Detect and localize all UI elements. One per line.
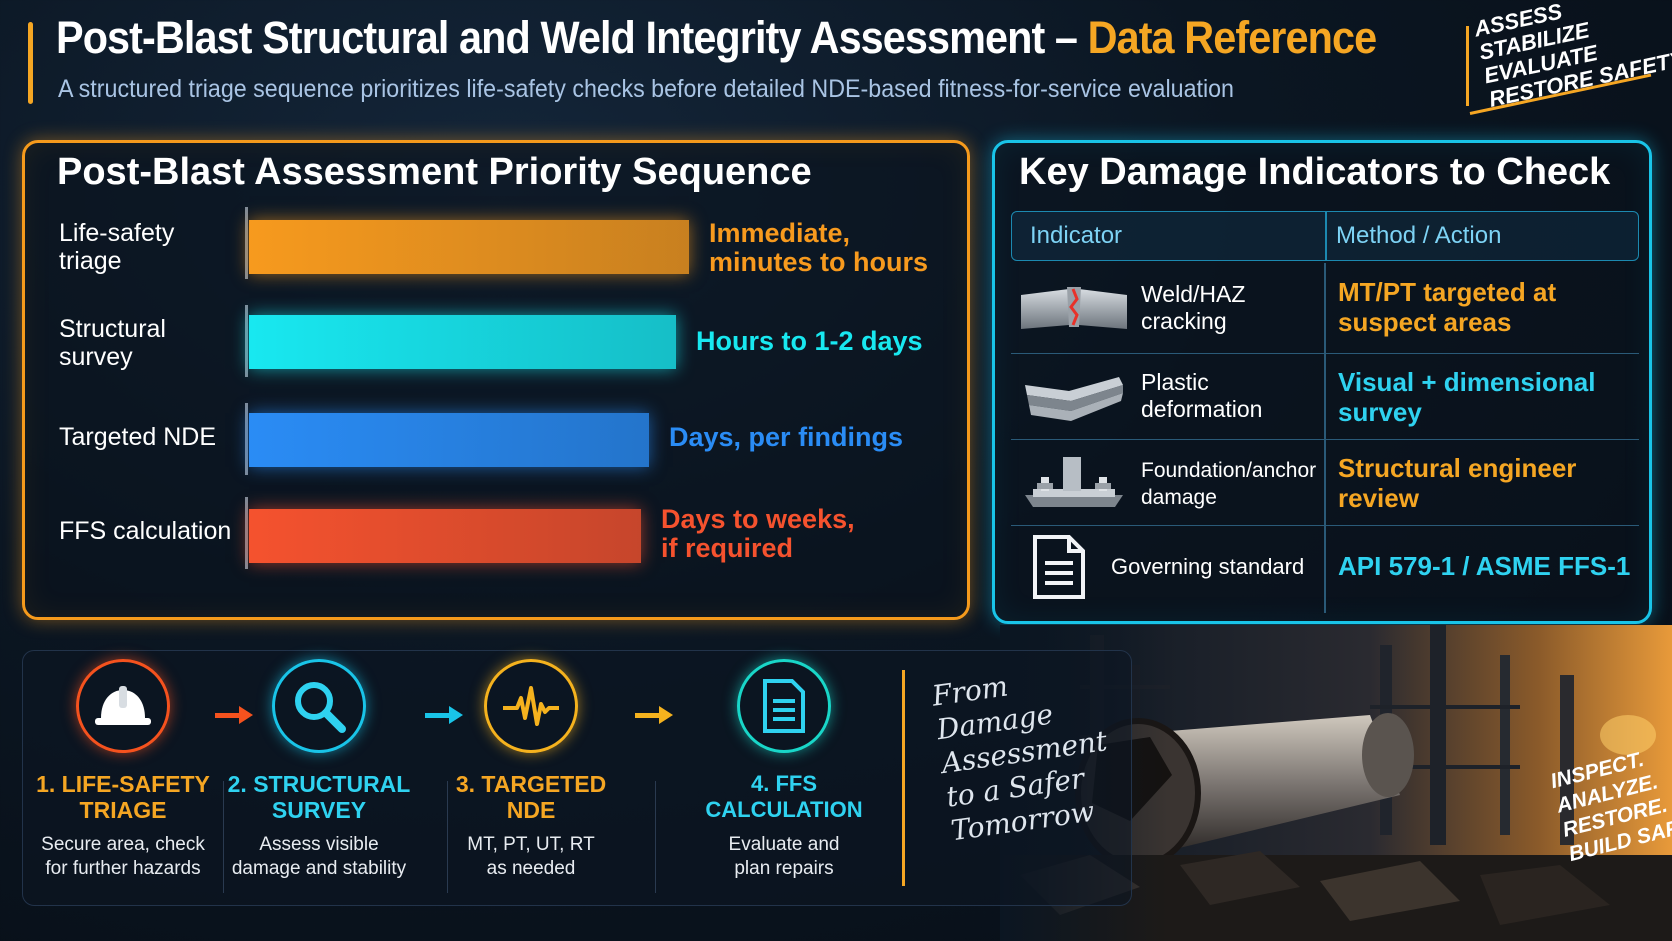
report-icon [763, 679, 805, 733]
indicator-label: Governing standard [1111, 554, 1305, 579]
process-steps-panel: 1. Life-SafetyTriage Secure area, checkf… [22, 650, 1132, 906]
axis-line [245, 207, 248, 279]
weld-crack-icon [1021, 287, 1127, 329]
priority-timeframe: Days to weeks,if required [661, 504, 855, 563]
damage-indicators-panel: Key Damage Indicators to Check Indicator… [992, 140, 1652, 624]
hard-hat-icon [95, 686, 151, 725]
column-header-indicator: Indicator [1030, 222, 1123, 249]
priority-row: Targeted NDE Days, per findings [25, 403, 965, 475]
priority-bar [249, 315, 676, 369]
table-row: Governing standard API 579-1 / ASME FFS-… [1011, 525, 1639, 613]
axis-line [245, 497, 248, 569]
step-title: 2. StructuralSurvey [227, 771, 411, 823]
step-separator [655, 781, 656, 893]
arrow-right-icon [215, 706, 253, 724]
priority-bar [249, 220, 689, 274]
step-icon-circle [737, 659, 831, 753]
column-divider [1324, 525, 1326, 613]
indicators-panel-title: Key Damage Indicators to Check [1019, 151, 1611, 193]
step-icon-circle [76, 659, 170, 753]
step-icon-circle [484, 659, 578, 753]
page-title: Post-Blast Structural and Weld Integrity… [56, 12, 1377, 64]
priority-timeframe: Immediate,minutes to hours [709, 218, 929, 277]
priority-row: FFS calculation Days to weeks,if require… [25, 497, 965, 569]
column-divider [1324, 353, 1326, 439]
action-label: API 579-1 / ASME FFS-1 [1338, 551, 1631, 581]
page-subtitle: A structured triage sequence prioritizes… [58, 75, 1234, 103]
priority-sequence-panel: Post-Blast Assessment Priority Sequence … [22, 140, 970, 620]
priority-row-label: FFS calculation [59, 517, 232, 545]
column-header-method: Method / Action [1336, 222, 1502, 249]
step-title: 4. FFS Calculation [705, 771, 863, 822]
arrow-right-icon [635, 706, 673, 724]
anchor-bolt-icon [1025, 457, 1123, 507]
priority-bar [249, 509, 641, 563]
magnifier-icon [295, 682, 346, 733]
table-header: Indicator Method / Action [1011, 211, 1639, 261]
column-divider [1324, 439, 1326, 525]
arrow-right-icon [425, 706, 463, 724]
page-title-accent: Data Reference [1087, 12, 1377, 63]
column-divider [1325, 212, 1327, 260]
priority-panel-title: Post-Blast Assessment Priority Sequence [57, 151, 812, 193]
process-step: 1. Life-SafetyTriage Secure area, checkf… [23, 659, 223, 881]
step-title: 1. Life-SafetyTriage [36, 771, 210, 823]
process-step: 2. StructuralSurvey Assess visibledamage… [219, 659, 419, 881]
title-accent-bar [28, 22, 33, 104]
priority-timeframe: Hours to 1-2 days [696, 326, 923, 356]
motto-divider [1466, 26, 1469, 106]
priority-row-label: Targeted NDE [59, 423, 217, 451]
step-icon-circle [272, 659, 366, 753]
tagline-quote: From Damage Assessment to a Safer Tomorr… [930, 649, 1172, 848]
axis-line [245, 305, 248, 377]
step-separator [223, 781, 224, 893]
priority-timeframe: Days, per findings [669, 422, 904, 452]
page-title-main: Post-Blast Structural and Weld Integrity… [56, 12, 1078, 63]
axis-line [245, 403, 248, 475]
quote-divider [902, 670, 905, 886]
document-icon [1033, 535, 1085, 599]
bent-beam-icon [1025, 377, 1123, 421]
column-divider [1324, 263, 1326, 353]
priority-bar [249, 413, 649, 467]
waveform-icon [503, 686, 559, 726]
motto-top: ASSESS STABILIZE EVALUATE RESTORE SAFETY [1472, 0, 1672, 112]
step-separator [447, 781, 448, 893]
